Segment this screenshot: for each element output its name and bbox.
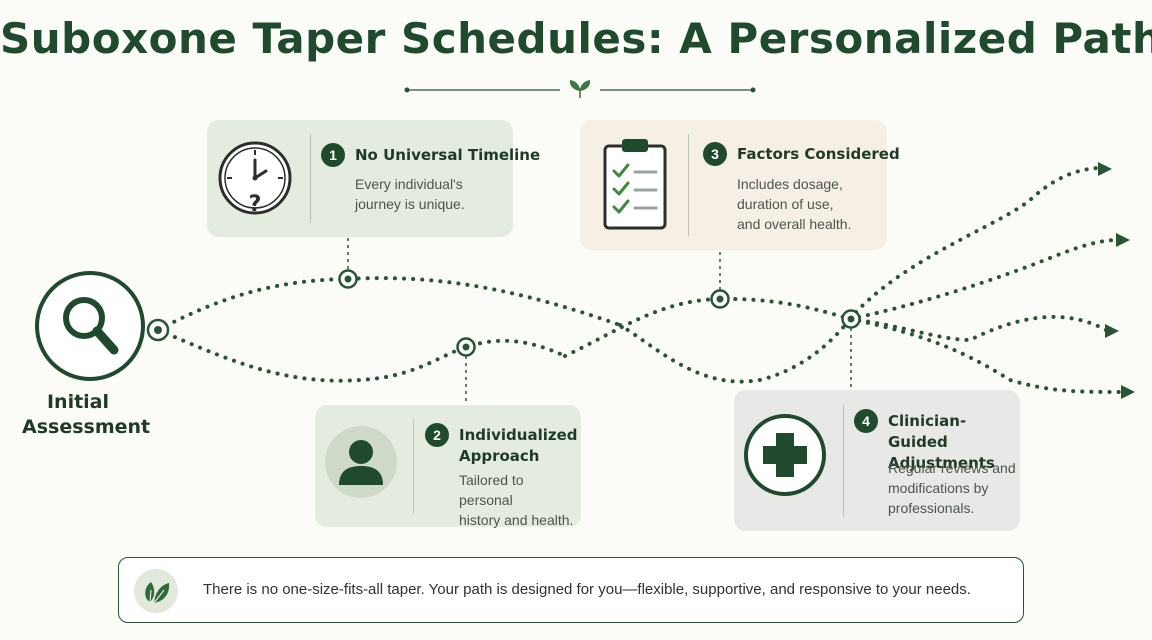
- step-number-2: 2: [425, 423, 449, 447]
- page-title: Suboxone Taper Schedules: A Personalized…: [0, 14, 1152, 63]
- path-upper: [156, 276, 622, 332]
- step-desc-2-line1: Tailored to personal: [459, 472, 524, 508]
- step-title-4-line1: Clinician-Guided: [888, 412, 967, 451]
- step-number-4: 4: [854, 409, 878, 433]
- svg-text:?: ?: [249, 192, 262, 217]
- path-node-1: [338, 269, 358, 289]
- path-node-4: [841, 309, 861, 329]
- step-desc-4-line1: Regular reviews and: [888, 460, 1016, 476]
- step-title-3: Factors Considered: [737, 145, 900, 163]
- step-desc-1-line1: Every individual's: [355, 176, 463, 192]
- step-desc-2-line2: history and health.: [459, 512, 574, 528]
- step-title-4: Clinician-Guided Adjustments: [888, 411, 1020, 474]
- step-card-3: 3 Factors Considered Includes dosage, du…: [580, 120, 900, 250]
- step-title-2: Individualized Approach: [459, 425, 578, 467]
- step-desc-3-line1: Includes dosage,: [737, 176, 843, 192]
- step-number-1: 1: [321, 143, 345, 167]
- step-desc-3-line2: duration of use,: [737, 196, 834, 212]
- step-card-4: 4 Clinician-Guided Adjustments Regular r…: [734, 390, 1020, 531]
- arrow-head-3: [1105, 324, 1119, 338]
- step-card-2: 2 Individualized Approach Tailored to pe…: [315, 405, 581, 530]
- step-desc-4-line3: professionals.: [888, 500, 975, 516]
- initial-assessment-label-line1: Initial: [46, 391, 110, 413]
- branch-3: [848, 314, 1108, 343]
- step-title-2-line2: Approach: [459, 447, 540, 465]
- leaf-icon: [134, 569, 178, 613]
- step-desc-3-line3: and overall health.: [737, 216, 852, 232]
- path-lower: [156, 328, 567, 383]
- medical-cross-icon: [744, 414, 826, 496]
- magnifier-icon: [35, 271, 145, 381]
- branch-2: [848, 238, 1120, 321]
- clock-question-icon: ?: [218, 141, 292, 217]
- step-desc-4: Regular reviews and modifications by pro…: [888, 458, 1016, 518]
- step-number-3: 3: [703, 142, 727, 166]
- step-title-4-line2: Adjustments: [888, 454, 995, 472]
- title-divider: [404, 80, 756, 98]
- person-icon: [325, 426, 397, 498]
- step-title-1: No Universal Timeline: [355, 146, 541, 164]
- branch-4: [848, 317, 1124, 394]
- clipboard-checklist-icon: [603, 139, 667, 230]
- step-card-1: ? 1 No Universal Timeline Every individu…: [207, 120, 540, 237]
- arrow-head-1: [1098, 162, 1112, 176]
- summary-banner: There is no one-size-fits-all taper. You…: [118, 557, 1024, 623]
- summary-text: There is no one-size-fits-all taper. You…: [203, 581, 971, 598]
- initial-assessment-label-line2: Assessment: [22, 416, 151, 438]
- path-node-3: [710, 289, 730, 309]
- arrow-head-4: [1121, 385, 1135, 399]
- arrow-head-2: [1116, 233, 1130, 247]
- branch-1: [848, 166, 1100, 321]
- step-desc-4-line2: modifications by: [888, 480, 989, 496]
- step-title-2-line1: Individualized: [459, 426, 578, 444]
- path-mid-2: [618, 317, 852, 384]
- path-node-2: [456, 337, 476, 357]
- step-desc-1-line2: journey is unique.: [355, 196, 465, 212]
- initial-assessment-label: Initial Assessment: [22, 390, 151, 440]
- path-node-start: [146, 318, 170, 342]
- path-mid-1: [563, 296, 852, 358]
- sprout-icon: [569, 80, 591, 98]
- step-desc-2: Tailored to personal history and health.: [459, 470, 581, 530]
- step-desc-3: Includes dosage, duration of use, and ov…: [737, 174, 851, 234]
- step-desc-1: Every individual's journey is unique.: [355, 174, 465, 214]
